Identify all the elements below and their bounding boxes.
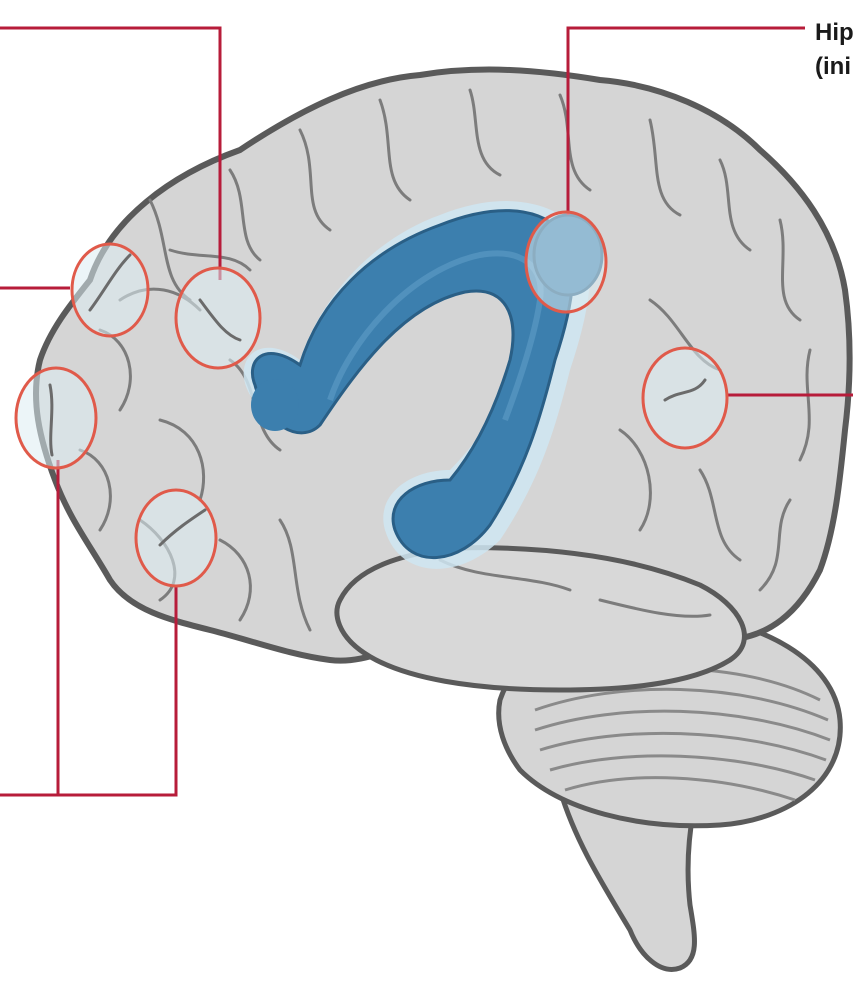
callout-circle-1	[72, 244, 148, 336]
callout-circle-5	[526, 212, 606, 312]
callout-circle-4	[136, 490, 216, 586]
callout-label-line1: Hip	[815, 18, 853, 48]
callout-circle-2	[176, 268, 260, 368]
callout-circle-3	[16, 368, 96, 468]
callout-label-line2: (ini	[815, 52, 851, 82]
callout-circle-6	[643, 348, 727, 448]
